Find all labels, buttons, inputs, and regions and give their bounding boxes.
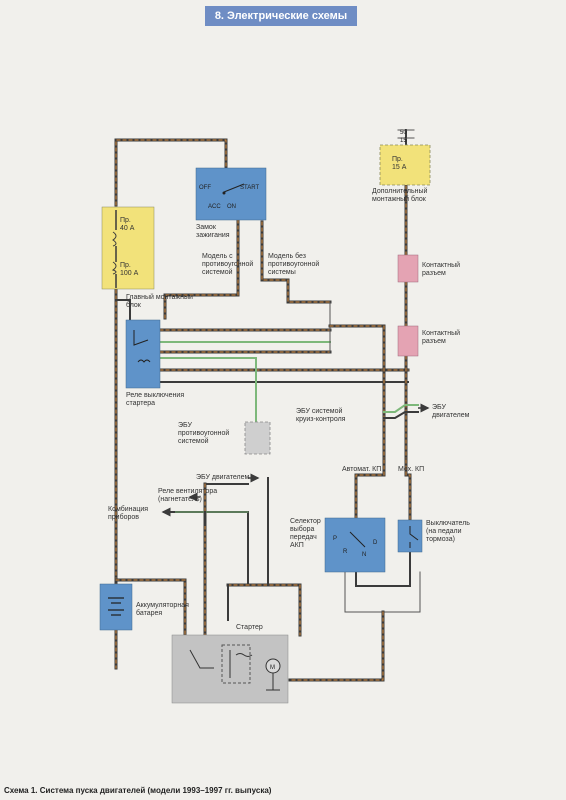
ign-start: START bbox=[240, 185, 259, 191]
connector-1 bbox=[397, 254, 419, 283]
brake-switch-label: Выключатель (на педали тормоза) bbox=[426, 520, 470, 543]
sel-n: N bbox=[362, 552, 366, 558]
battery-label: Аккумуляторная батарея bbox=[136, 602, 189, 617]
ignition-switch: OFF START ACC ON bbox=[195, 167, 267, 221]
connector-2 bbox=[397, 325, 419, 357]
cruise-ecu-label: ЭБУ системой круиз-контроля bbox=[296, 408, 346, 423]
aux-fuse-block: 50 15 bbox=[379, 130, 431, 186]
ignition-label: Замок зажигания bbox=[196, 224, 230, 239]
auto-transmission-label: Автомат. КП bbox=[342, 466, 382, 473]
terminal-15: 15 bbox=[400, 138, 407, 144]
page-header: 8. Электрические схемы bbox=[205, 6, 357, 26]
engine-ecu-right-label: ЭБУ двигателем bbox=[432, 404, 470, 419]
transmission-selector: P R N D bbox=[324, 517, 386, 573]
wires-main bbox=[114, 129, 421, 682]
battery bbox=[99, 583, 133, 631]
fan-relay-label: Реле вентилятора (нагнетатель) bbox=[158, 488, 218, 503]
manual-transmission-label: Мех. КП bbox=[398, 466, 425, 473]
instrument-cluster-label: Комбинация приборов bbox=[108, 506, 149, 521]
ecu-arrows bbox=[161, 403, 430, 517]
ign-pivot bbox=[222, 191, 226, 195]
main-fuse-block bbox=[101, 206, 155, 290]
motor-letter: M bbox=[270, 665, 275, 671]
diagram-caption: Схема 1. Система пуска двигателей (модел… bbox=[4, 786, 272, 795]
aux-fuse-label: Пр. 15 А bbox=[392, 156, 407, 171]
variant-with-antitheft: Модель с противоугонной системой bbox=[202, 253, 254, 276]
header-title: 8. Электрические схемы bbox=[214, 10, 348, 22]
connector-2-label: Контактный разъем bbox=[422, 330, 461, 345]
connector-1-label: Контактный разъем bbox=[422, 262, 461, 277]
terminal-50: 50 bbox=[400, 130, 407, 136]
ign-off: OFF bbox=[199, 185, 211, 191]
fuse-100a-label: Пр. 100 А bbox=[120, 262, 139, 277]
starter-label: Стартер bbox=[236, 624, 263, 631]
starter-relay bbox=[125, 319, 161, 389]
engine-ecu-mid-label: ЭБУ двигателем bbox=[196, 474, 250, 481]
sel-p: P bbox=[333, 536, 337, 542]
aux-block-label: Дополнительный монтажный блок bbox=[372, 188, 428, 203]
connectors bbox=[397, 254, 419, 357]
brake-switch bbox=[397, 519, 423, 553]
main-fuse-block-label: Главный монтажный блок bbox=[126, 294, 193, 309]
antitheft-ecu bbox=[244, 421, 271, 455]
starter-relay-label: Реле выключения стартера bbox=[126, 392, 185, 407]
selector-label: Селектор выбора передач АКП bbox=[290, 518, 321, 549]
sel-r: R bbox=[343, 549, 348, 555]
fuse-40a-label: Пр. 40 А bbox=[120, 217, 135, 232]
ign-acc: ACC bbox=[208, 204, 221, 210]
variant-without-antitheft: Модель без противоугонной системы bbox=[268, 253, 320, 276]
starter: M bbox=[171, 634, 289, 704]
sel-d: D bbox=[373, 540, 378, 546]
ign-on: ON bbox=[227, 204, 236, 210]
antitheft-ecu-label: ЭБУ противоугонной системой bbox=[178, 422, 230, 445]
